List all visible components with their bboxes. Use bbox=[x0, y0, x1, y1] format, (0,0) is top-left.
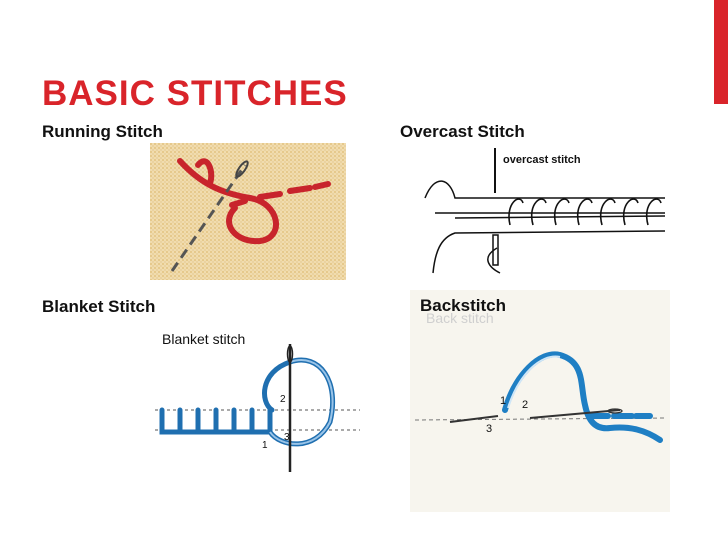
blanket-stitch-diagram: Blanket stitch 2 3 1 bbox=[150, 322, 370, 478]
blue-thread bbox=[502, 351, 663, 443]
thread-highlight bbox=[507, 355, 561, 409]
red-thread bbox=[177, 158, 331, 245]
caption-blanket-stitch: Blanket Stitch bbox=[42, 297, 156, 316]
step-number-2: 2 bbox=[522, 399, 528, 411]
running-stitch-image bbox=[150, 143, 346, 280]
caption-running-stitch: Running Stitch bbox=[42, 122, 163, 141]
fabric-edges bbox=[424, 180, 666, 274]
needle-icon bbox=[487, 148, 501, 274]
backstitch-diagram: Back stitch Backstitch 1 2 3 bbox=[410, 290, 670, 512]
needle-icon bbox=[449, 408, 623, 423]
step-number-1: 1 bbox=[262, 440, 268, 451]
step-number-1: 1 bbox=[500, 395, 506, 407]
step-number-3: 3 bbox=[486, 423, 492, 435]
step-number-3: 3 bbox=[284, 432, 290, 443]
slide-title: BASIC STITCHES bbox=[42, 74, 348, 113]
needle-icon bbox=[286, 344, 294, 472]
thread-highlight bbox=[269, 359, 334, 445]
caption-overcast-stitch: Overcast Stitch bbox=[400, 122, 525, 141]
backstitch-diagram-label: Back stitch bbox=[426, 310, 494, 326]
accent-bar bbox=[714, 0, 728, 104]
blanket-diagram-label: Blanket stitch bbox=[162, 331, 245, 347]
overcast-loops bbox=[508, 198, 662, 226]
overcast-stitch-diagram: overcast stitch bbox=[415, 143, 670, 281]
needle-icon bbox=[170, 160, 249, 272]
overcast-diagram-label: overcast stitch bbox=[503, 154, 581, 166]
caption-backstitch: Backstitch bbox=[420, 296, 506, 315]
step-number-2: 2 bbox=[280, 394, 286, 405]
